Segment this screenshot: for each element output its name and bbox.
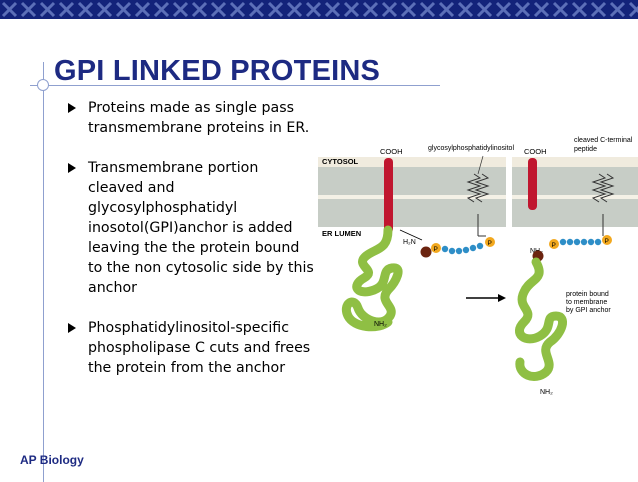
- sugar-chain-left: [441, 242, 484, 255]
- bullet-text: Proteins made as single pass transmembra…: [88, 100, 310, 136]
- bullet-item: Proteins made as single pass transmembra…: [66, 98, 314, 138]
- cleavage-arrow: [399, 229, 423, 241]
- membrane-divider: [506, 157, 512, 229]
- cytosol-band: [318, 157, 638, 167]
- cleaved-label-line1: cleaved C-terminal: [574, 137, 633, 144]
- bullet-item: Phosphatidylinositol-specific phospholip…: [66, 318, 314, 378]
- phosphate-icon: [431, 243, 441, 253]
- cooh-left-label: COOH: [380, 147, 403, 156]
- phosphate-icon: [602, 235, 612, 245]
- cooh-right-label: COOH: [524, 147, 547, 156]
- bound-label-line1: protein bound: [566, 291, 609, 298]
- protein-right-domain: [515, 257, 567, 381]
- accent-corner-circle: [37, 79, 49, 91]
- bound-label-line3: by GPI anchor: [566, 307, 611, 314]
- phosphate-icon: [549, 239, 559, 249]
- cleaved-peptide-right: [528, 158, 537, 210]
- sugar-chain-right: [559, 238, 602, 246]
- nh2-left-label: NH₂: [374, 321, 387, 328]
- cleaved-label-line2: peptide: [574, 146, 597, 153]
- reaction-arrow-head-icon: [498, 294, 506, 302]
- gpi-lipid-tail-right-2: [599, 173, 615, 203]
- phosphate-icon: [485, 237, 495, 247]
- ethanolamine-anchor-icon: [420, 246, 432, 258]
- footer-label: AP Biology: [20, 453, 84, 467]
- er-lumen-label: ER LUMEN: [322, 229, 361, 238]
- h2n-label: H₂N: [403, 239, 416, 246]
- protein-left-domain: [341, 225, 403, 332]
- phosphate-label: P: [605, 238, 609, 245]
- phosphate-label: P: [488, 240, 492, 247]
- bound-label-line2: to membrane: [566, 299, 607, 306]
- gpi-leader-line: [477, 155, 484, 175]
- nh2-right-label: NH₂: [540, 389, 553, 396]
- cytosol-label: CYTOSOL: [322, 157, 359, 166]
- bullet-arrow-icon: [68, 163, 76, 173]
- slide-title: GPI LINKED PROTEINS: [54, 55, 381, 87]
- gpi-anchor-diagram: CYTOSOL ER LUMEN COOH COOH glycosylphosp…: [318, 137, 638, 396]
- gpi-lipid-tail-left: [466, 173, 482, 203]
- bullet-text: Phosphatidylinositol-specific phospholip…: [88, 320, 311, 376]
- checker-pattern: [0, 0, 638, 19]
- bullet-item: Transmembrane portion cleaved and glycos…: [66, 158, 314, 298]
- top-checker-bar: [0, 0, 638, 19]
- transmembrane-segment-left: [384, 158, 393, 233]
- bullet-arrow-icon: [68, 103, 76, 113]
- accent-vertical-line: [43, 62, 44, 482]
- bullet-text: Transmembrane portion cleaved and glycos…: [88, 160, 314, 296]
- bullet-list: Proteins made as single pass transmembra…: [66, 98, 314, 398]
- phosphate-label: P: [434, 246, 438, 253]
- gpi-lipid-tail-right: [591, 173, 607, 203]
- phosphate-label: P: [552, 242, 556, 249]
- gpi-label: glycosylphosphatidylinositol: [428, 145, 514, 152]
- gpi-lipid-tail-left-2: [474, 173, 490, 203]
- accent-horizontal-line: [30, 85, 440, 86]
- bullet-arrow-icon: [68, 323, 76, 333]
